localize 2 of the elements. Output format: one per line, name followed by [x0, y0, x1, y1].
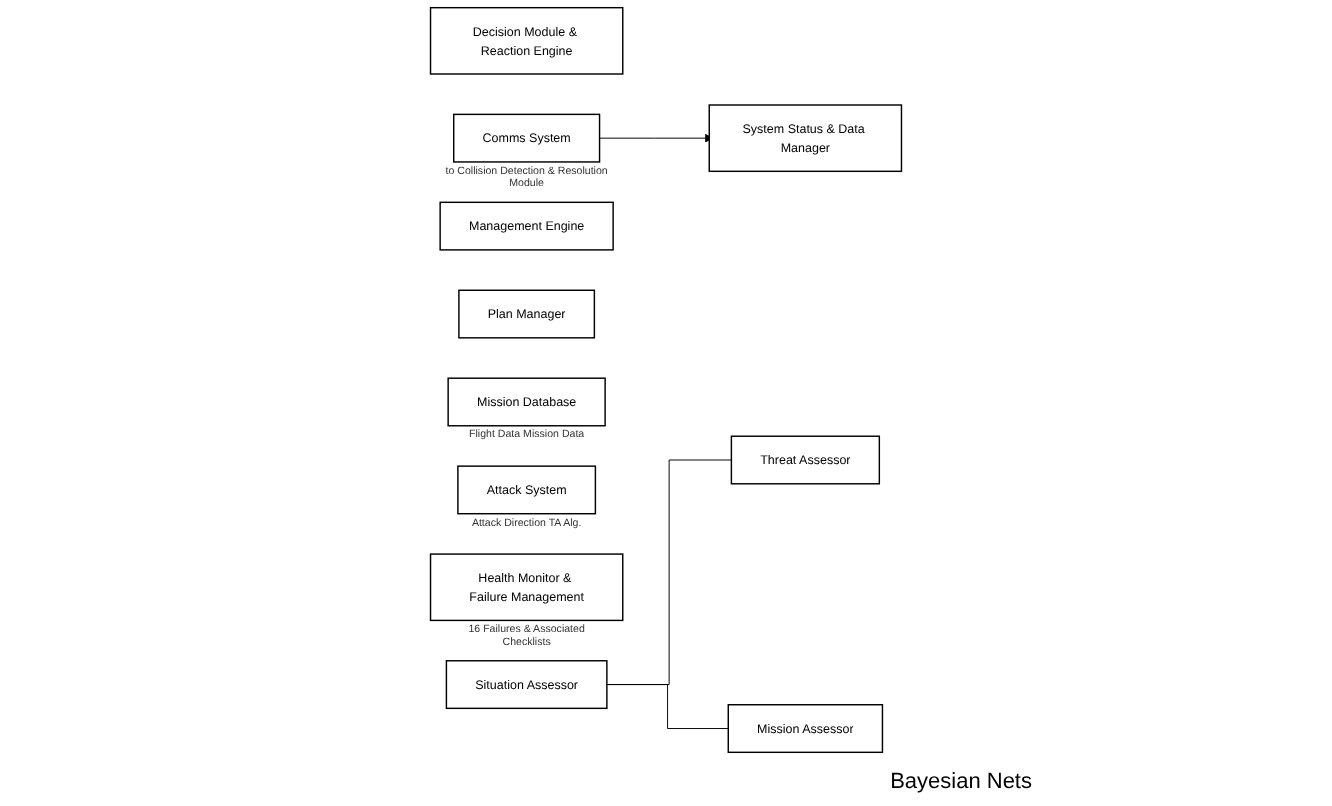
connector [606, 684, 729, 729]
note-text: Bayesian Nets [890, 770, 1032, 794]
